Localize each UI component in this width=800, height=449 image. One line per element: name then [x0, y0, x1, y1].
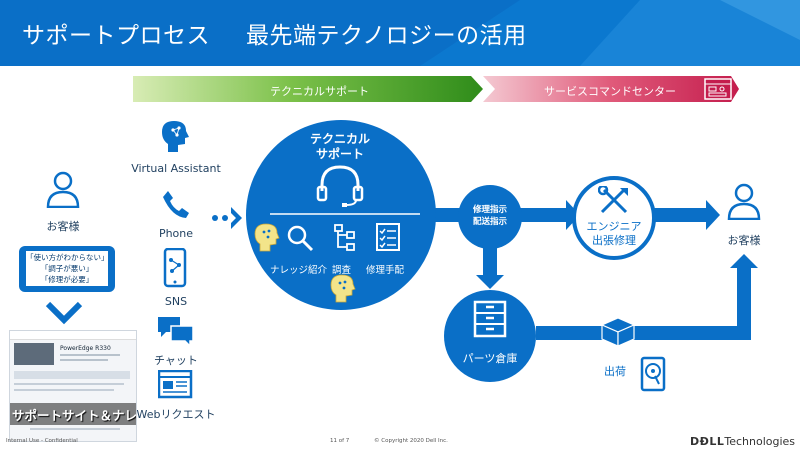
- repair-arrangement-label: 修理手配: [366, 265, 405, 276]
- down-chevron-icon: [45, 301, 83, 325]
- ai-head-icon-left: [254, 223, 280, 252]
- customer-speech-bubble: 「使い方がわからない」 「調子が悪い」 「修理が必要」: [19, 246, 115, 292]
- investigation-label: 調査: [332, 265, 352, 276]
- parts-label: パーツ倉庫: [462, 352, 518, 365]
- dispatch-label: 修理指示 配送指示: [472, 205, 507, 227]
- page-title: サポートプロセス最先端テクノロジーの活用: [22, 23, 527, 49]
- chat-icon: [158, 317, 194, 347]
- tech-support-banner: [133, 76, 483, 102]
- repair-checklist-icon: [376, 223, 400, 251]
- service-command-banner: [483, 76, 739, 102]
- dell-technologies-logo: DĐLLTechnologies: [690, 435, 796, 448]
- channel-virtual-assistant-label: Virtual Assistant: [131, 162, 221, 175]
- customer-left-label: お客様: [46, 220, 80, 233]
- knowledge-label: ナレッジ紹介: [270, 265, 328, 276]
- circle-divider: [270, 213, 420, 215]
- package-box-icon: [600, 317, 636, 347]
- channel-web-request-label: Webリクエスト: [136, 408, 216, 421]
- command-center-icon: [704, 78, 732, 100]
- support-site-label: サポートサイト＆ナレッジ: [12, 408, 137, 423]
- channel-sns-label: SNS: [164, 295, 188, 308]
- phase-banner: [133, 76, 739, 102]
- engineer-circle: [572, 176, 656, 260]
- headset-icon: [316, 165, 364, 207]
- hard-drive-icon: [640, 356, 666, 392]
- service-command-banner-label: サービスコマンドセンター: [544, 85, 676, 98]
- smartphone-icon: [163, 248, 187, 288]
- header-decoration: [420, 0, 800, 66]
- dispatch-circle: [458, 185, 522, 249]
- tech-support-title: テクニカル サポート: [309, 132, 370, 161]
- footer-copyright: © Copyright 2020 Dell Inc.: [374, 438, 448, 444]
- web-request-icon: [158, 370, 193, 399]
- ai-head-icon-bottom: [330, 274, 356, 303]
- customer-right-icon: [727, 183, 761, 220]
- channel-chat-label: チャット: [154, 354, 198, 367]
- search-icon: [287, 225, 314, 252]
- virtual-assistant-icon: [162, 121, 189, 152]
- investigation-tree-icon: [334, 224, 355, 251]
- footer-classification: Internal Use - Confidential: [6, 438, 78, 444]
- channel-phone-label: Phone: [158, 227, 194, 240]
- header-bar: サポートプロセス最先端テクノロジーの活用: [0, 0, 800, 66]
- shipping-label: 出荷: [604, 365, 626, 378]
- footer-page-number: 11 of 7: [330, 438, 350, 444]
- tech-support-banner-label: テクニカルサポート: [270, 85, 369, 98]
- parts-cabinet-icon: [473, 300, 507, 338]
- support-site-thumbnail[interactable]: PowerEdge R330 サポートサイト＆ナレッジ: [9, 330, 137, 442]
- tools-icon: [598, 186, 628, 214]
- phone-icon: [163, 191, 189, 218]
- customer-left-icon: [46, 171, 80, 208]
- speech-lines: 「使い方がわからない」 「調子が悪い」 「修理が必要」: [26, 251, 109, 286]
- customer-right-label: お客様: [727, 234, 761, 247]
- engineer-label: エンジニア 出張修理: [586, 220, 642, 247]
